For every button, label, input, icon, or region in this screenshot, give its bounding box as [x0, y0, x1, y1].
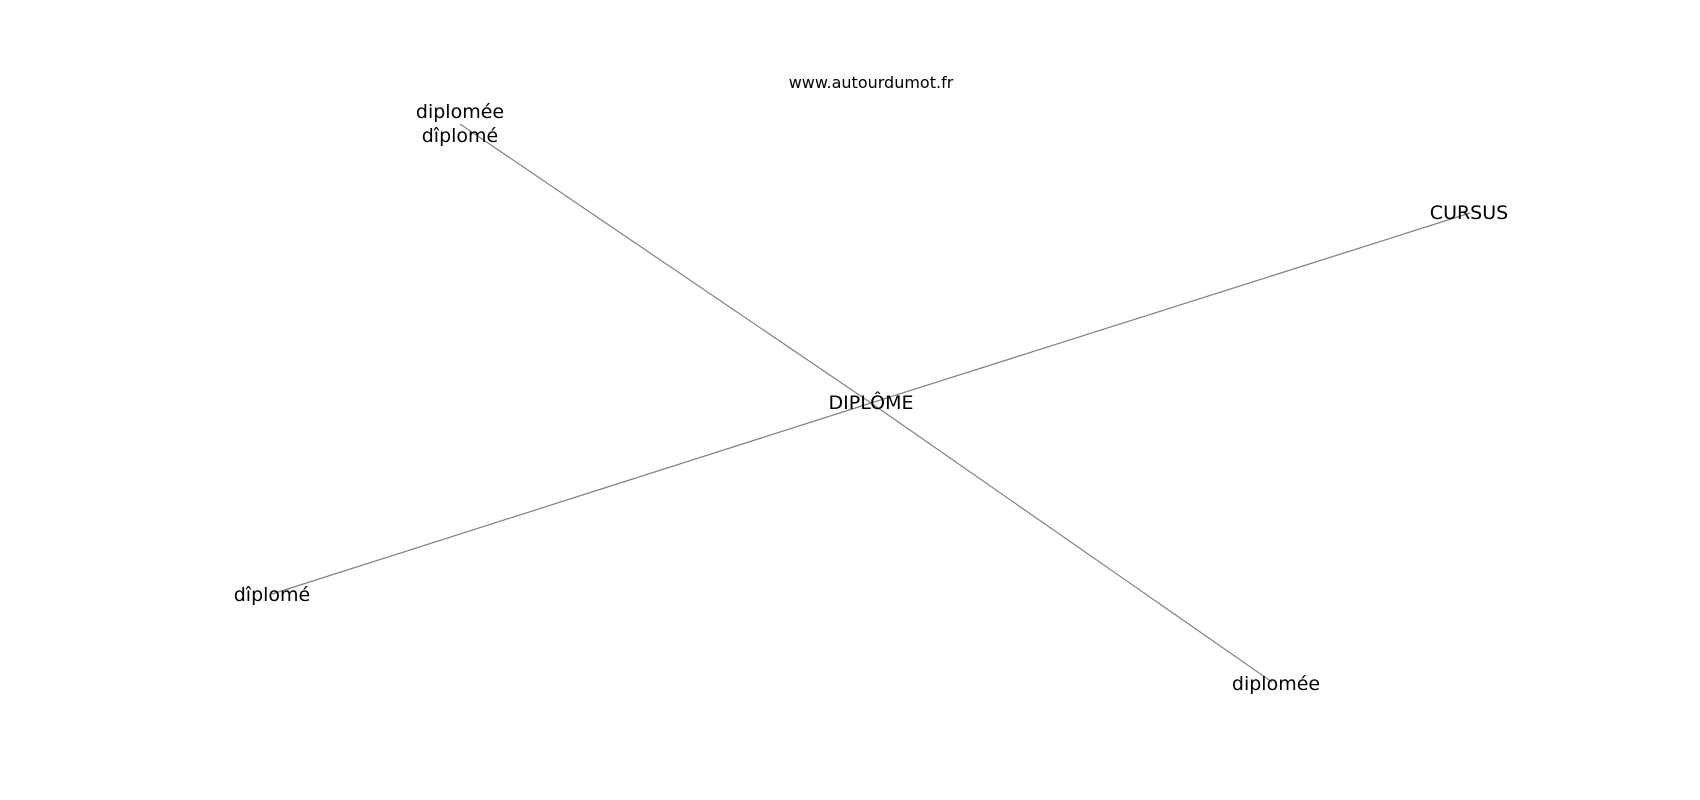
- node-label-center[interactable]: DIPLÔME: [829, 390, 914, 414]
- edge-center-top-left: [459, 123, 872, 404]
- edge-center-bottom-left: [271, 402, 872, 595]
- node-label-right[interactable]: CURSUS: [1430, 202, 1508, 224]
- source-watermark: www.autourdumot.fr: [789, 73, 954, 92]
- node-label-bottom-right[interactable]: diplomée: [1232, 673, 1320, 695]
- edge-center-right: [870, 212, 1471, 404]
- edges: [271, 123, 1471, 683]
- node-label-top-left-line1[interactable]: diplomée: [416, 101, 504, 123]
- node-label-top-left-line2[interactable]: dîplomé: [422, 125, 499, 147]
- node-label-bottom-left[interactable]: dîplomé: [234, 584, 311, 606]
- edge-center-bottom-right: [870, 402, 1273, 683]
- labels: www.autourdumot.fr DIPLÔME diplomée dîpl…: [234, 73, 1508, 695]
